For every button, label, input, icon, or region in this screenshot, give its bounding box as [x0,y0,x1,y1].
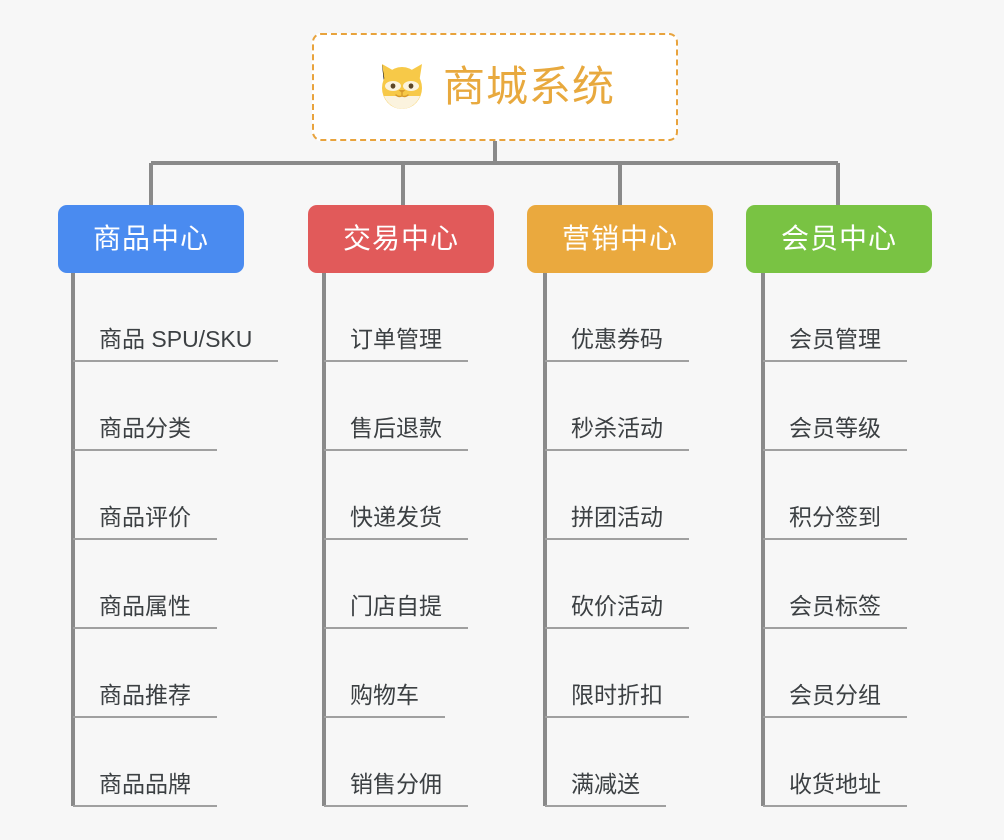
leaf-label: 拼团活动 [571,503,663,530]
leaf-label: 商品评价 [99,503,191,530]
leaf-label: 销售分佣 [350,770,442,797]
leaf-label: 商品推荐 [99,681,191,708]
leaf-item[interactable]: 满减送 [545,718,689,807]
leaf-label: 商品 SPU/SKU [99,325,253,352]
leaf-column-1: 商品 SPU/SKU 商品分类 商品评价 商品属性 商品推荐 商品品牌 [73,273,279,807]
leaf-item[interactable]: 快递发货 [324,451,468,540]
leaf-label: 会员标签 [789,592,881,619]
leaf-item[interactable]: 商品 SPU/SKU [73,273,279,362]
leaf-label: 收货地址 [789,770,881,797]
leaf-column-4: 会员管理 会员等级 积分签到 会员标签 会员分组 收货地址 [763,273,907,807]
leaf-label: 会员分组 [789,681,881,708]
leaf-item[interactable]: 会员等级 [763,362,907,451]
leaf-label: 商品分类 [99,414,191,441]
category-box-2[interactable]: 交易中心 [308,205,494,273]
root-node[interactable]: 商城系统 [312,33,678,141]
leaf-label: 限时折扣 [571,681,663,708]
leaf-item[interactable]: 会员分组 [763,629,907,718]
leaf-label: 快递发货 [350,503,442,530]
category-box-1[interactable]: 商品中心 [58,205,244,273]
leaf-label: 商品属性 [99,592,191,619]
leaf-item[interactable]: 商品分类 [73,362,278,451]
leaf-item[interactable]: 收货地址 [763,718,907,807]
root-title: 商城系统 [442,63,615,110]
leaf-item[interactable]: 购物车 [324,629,468,718]
leaf-item[interactable]: 积分签到 [763,451,907,540]
leaf-item[interactable]: 商品推荐 [73,629,278,718]
leaf-item[interactable]: 拼团活动 [545,451,689,540]
leaf-label: 满减送 [571,770,640,797]
leaf-item[interactable]: 商品属性 [73,540,278,629]
leaf-item[interactable]: 销售分佣 [324,718,468,807]
leaf-item[interactable]: 限时折扣 [545,629,689,718]
leaf-label: 会员管理 [789,325,881,352]
leaf-column-2: 订单管理 售后退款 快递发货 门店自提 购物车 销售分佣 [324,273,468,807]
leaf-item[interactable]: 会员标签 [763,540,907,629]
category-label: 商品中心 [92,223,209,254]
leaf-label: 订单管理 [350,325,442,352]
leaf-item[interactable]: 售后退款 [324,362,468,451]
leaf-label: 秒杀活动 [571,414,663,441]
category-label: 营销中心 [561,223,678,254]
leaf-item[interactable]: 门店自提 [324,540,468,629]
leaf-item[interactable]: 秒杀活动 [545,362,689,451]
category-box-3[interactable]: 营销中心 [527,205,713,273]
leaf-label: 会员等级 [789,414,881,441]
leaf-item[interactable]: 订单管理 [324,273,468,362]
leaf-label: 砍价活动 [571,592,663,619]
leaf-item[interactable]: 商品品牌 [73,718,278,807]
leaf-item[interactable]: 优惠券码 [545,273,689,362]
category-box-4[interactable]: 会员中心 [746,205,932,273]
leaf-column-3: 优惠券码 秒杀活动 拼团活动 砍价活动 限时折扣 满减送 [545,273,689,807]
leaf-label: 售后退款 [350,414,442,441]
leaf-label: 门店自提 [350,592,442,619]
leaf-label: 优惠券码 [571,325,663,352]
leaf-item[interactable]: 砍价活动 [545,540,689,629]
shiba-dog-icon [375,62,429,112]
leaf-item[interactable]: 会员管理 [763,273,907,362]
leaf-label: 购物车 [350,681,419,708]
category-label: 会员中心 [780,223,897,254]
leaf-item[interactable]: 商品评价 [73,451,278,540]
leaf-label: 积分签到 [789,503,881,530]
category-label: 交易中心 [342,223,459,254]
leaf-label: 商品品牌 [99,770,191,797]
